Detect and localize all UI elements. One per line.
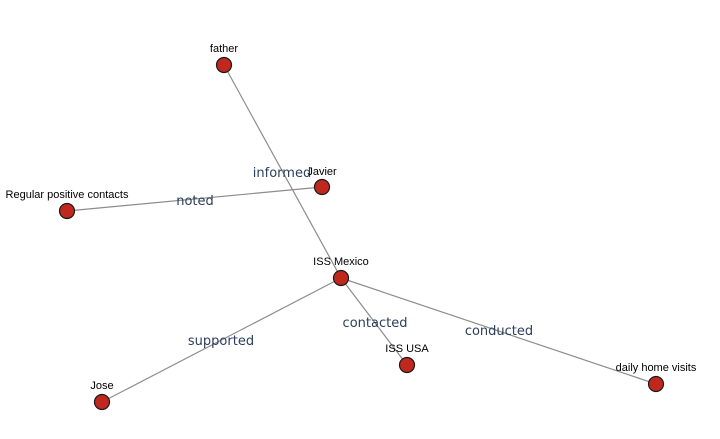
node-label: Regular positive contacts xyxy=(6,189,129,201)
node-father[interactable]: father xyxy=(210,43,238,74)
node-label: ISS Mexico xyxy=(313,256,369,268)
node-circle[interactable] xyxy=(58,202,76,220)
edge-supported xyxy=(101,277,342,403)
edge-contacted xyxy=(340,277,408,366)
node-label: Jose xyxy=(90,380,113,392)
edge-label-conducted: conducted xyxy=(465,324,533,339)
node-circle[interactable] xyxy=(93,393,111,411)
edges-layer xyxy=(66,64,657,403)
edge-informed xyxy=(223,64,342,279)
node-home-visits[interactable]: daily home visits xyxy=(616,362,697,393)
edge-label-noted: noted xyxy=(176,194,214,209)
node-circle[interactable] xyxy=(313,178,331,196)
node-label: Javier xyxy=(307,166,337,178)
edge-label-supported: supported xyxy=(188,334,254,349)
node-jose[interactable]: Jose xyxy=(90,380,114,411)
edge-conducted xyxy=(340,277,657,385)
node-label: daily home visits xyxy=(616,362,697,374)
node-regular[interactable]: Regular positive contacts xyxy=(6,189,129,220)
node-iss-usa[interactable]: ISS USA xyxy=(385,343,429,374)
node-circle[interactable] xyxy=(398,356,416,374)
node-circle[interactable] xyxy=(332,269,350,287)
edge-noted xyxy=(66,186,323,212)
edge-label-informed: informed xyxy=(253,166,311,181)
node-circle[interactable] xyxy=(215,56,233,74)
edge-labels-layer: informed noted supported contacted conducted xyxy=(176,166,533,349)
node-javier[interactable]: Javier xyxy=(307,166,337,196)
node-iss-mexico[interactable]: ISS Mexico xyxy=(313,256,369,287)
node-label: father xyxy=(210,43,238,55)
edge-label-contacted: contacted xyxy=(343,316,408,331)
node-label: ISS USA xyxy=(385,343,429,355)
node-circle[interactable] xyxy=(647,375,665,393)
